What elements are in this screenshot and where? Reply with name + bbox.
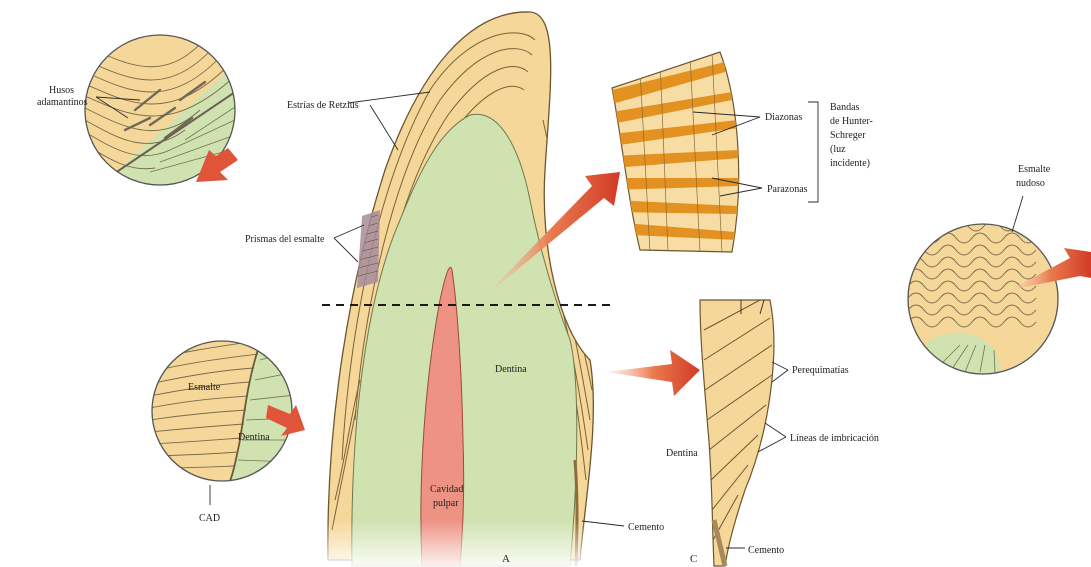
label-nudoso-1: Esmalte xyxy=(1018,164,1051,175)
label-estrias: Estrías de Retzius xyxy=(287,100,359,111)
label-prismas: Prismas del esmalte xyxy=(245,234,325,245)
label-esmalte: Esmalte xyxy=(188,382,221,393)
label-nudoso-2: nudoso xyxy=(1016,178,1045,189)
label-cad: CAD xyxy=(199,513,220,524)
label-bandas-5: incidente) xyxy=(830,158,870,169)
label-dentina-main: Dentina xyxy=(495,364,527,375)
label-dentina-circle: Dentina xyxy=(238,432,270,443)
label-cavidad-1: Cavidad xyxy=(430,484,463,495)
label-dentina-c: Dentina xyxy=(666,448,698,459)
label-fig-c: C xyxy=(690,553,697,565)
tooth-section-a xyxy=(320,12,612,567)
label-parazonas: Parazonas xyxy=(767,184,808,195)
label-husos-1: Husos xyxy=(49,85,74,96)
circle-husos-adamantinos xyxy=(85,30,240,200)
label-cavidad-2: pulpar xyxy=(433,498,459,509)
circle-esmalte-nudoso xyxy=(900,221,1091,380)
circle-dej xyxy=(150,338,305,490)
label-cemento-c: Cemento xyxy=(748,545,784,556)
label-husos-2: adamantinos xyxy=(37,97,88,108)
large-arrow-icon xyxy=(606,350,700,396)
enamel-prisms-patch xyxy=(357,210,380,288)
label-bandas-3: Schreger xyxy=(830,130,866,141)
label-cemento-a: Cemento xyxy=(628,522,664,533)
label-diazonas: Diazonas xyxy=(765,112,802,123)
label-bandas-1: Bandas xyxy=(830,102,860,113)
label-bandas-2: de Hunter- xyxy=(830,116,873,127)
label-perequimatias: Perequimatías xyxy=(792,365,849,376)
label-fig-a: A xyxy=(502,553,510,565)
label-lineas: Líneas de imbricación xyxy=(790,433,879,444)
label-bandas-4: (luz xyxy=(830,144,846,155)
